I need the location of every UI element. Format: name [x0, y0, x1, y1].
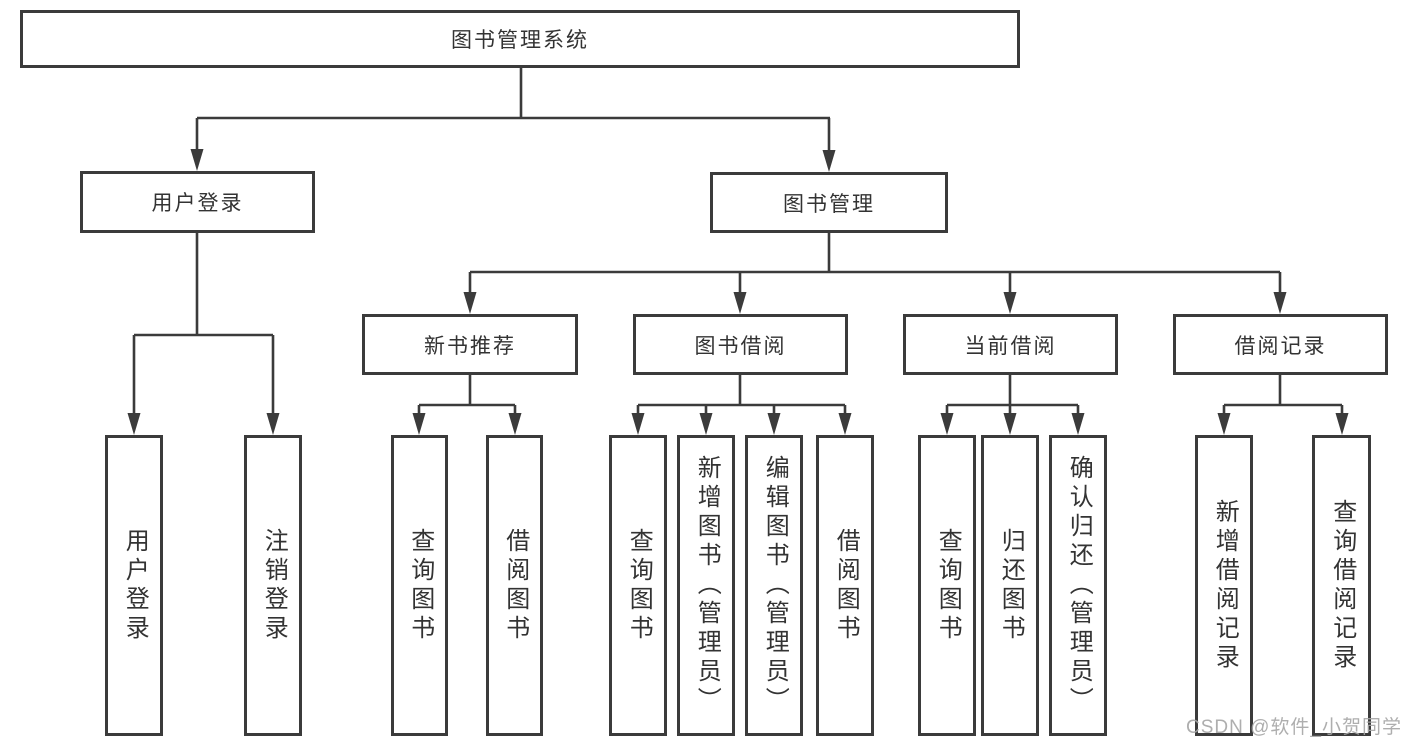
leaf-label: 查询借阅记录 — [1328, 498, 1356, 673]
leaf-label: 归还图书 — [997, 527, 1025, 644]
leaf-label: 查询图书 — [934, 527, 962, 644]
leaf-label: 查询图书 — [625, 527, 653, 644]
node-borrow-records: 借阅记录 — [1173, 314, 1388, 375]
leaf-label: 确认归还（管理员） — [1065, 455, 1093, 716]
leaf-borrow-books-recommend: 借阅图书 — [486, 435, 543, 736]
leaf-query-borrow-record: 查询借阅记录 — [1312, 435, 1371, 736]
arrowheads — [127, 149, 1349, 435]
leaf-label: 查询图书 — [406, 527, 434, 644]
leaf-confirm-return-admin: 确认归还（管理员） — [1049, 435, 1107, 736]
leaf-query-books-recommend: 查询图书 — [391, 435, 448, 736]
leaf-label: 借阅图书 — [501, 527, 529, 644]
leaf-label: 新增图书（管理员） — [693, 455, 721, 716]
leaf-borrow-books: 借阅图书 — [816, 435, 874, 736]
leaf-label: 用户登录 — [121, 527, 149, 644]
leaf-label: 新增借阅记录 — [1211, 498, 1239, 673]
node-user-login: 用户登录 — [80, 171, 315, 233]
node-book-management: 图书管理 — [710, 172, 948, 233]
leaf-user-login: 用户登录 — [105, 435, 163, 736]
leaf-label: 编辑图书（管理员） — [761, 455, 789, 716]
leaf-label: 借阅图书 — [832, 527, 860, 644]
leaf-query-books-borrow: 查询图书 — [609, 435, 667, 736]
node-new-book-recommend: 新书推荐 — [362, 314, 578, 375]
node-root: 图书管理系统 — [20, 10, 1020, 68]
leaf-edit-books-admin: 编辑图书（管理员） — [745, 435, 803, 736]
leaf-query-books-current: 查询图书 — [918, 435, 976, 736]
leaf-label: 注销登录 — [260, 527, 288, 644]
leaf-add-borrow-record: 新增借阅记录 — [1195, 435, 1253, 736]
leaf-add-books-admin: 新增图书（管理员） — [677, 435, 735, 736]
watermark: CSDN @软件_小贺同学 — [1186, 717, 1402, 738]
node-book-borrow: 图书借阅 — [633, 314, 848, 375]
leaf-logout: 注销登录 — [244, 435, 302, 736]
leaf-return-books: 归还图书 — [981, 435, 1039, 736]
node-current-borrow: 当前借阅 — [903, 314, 1118, 375]
